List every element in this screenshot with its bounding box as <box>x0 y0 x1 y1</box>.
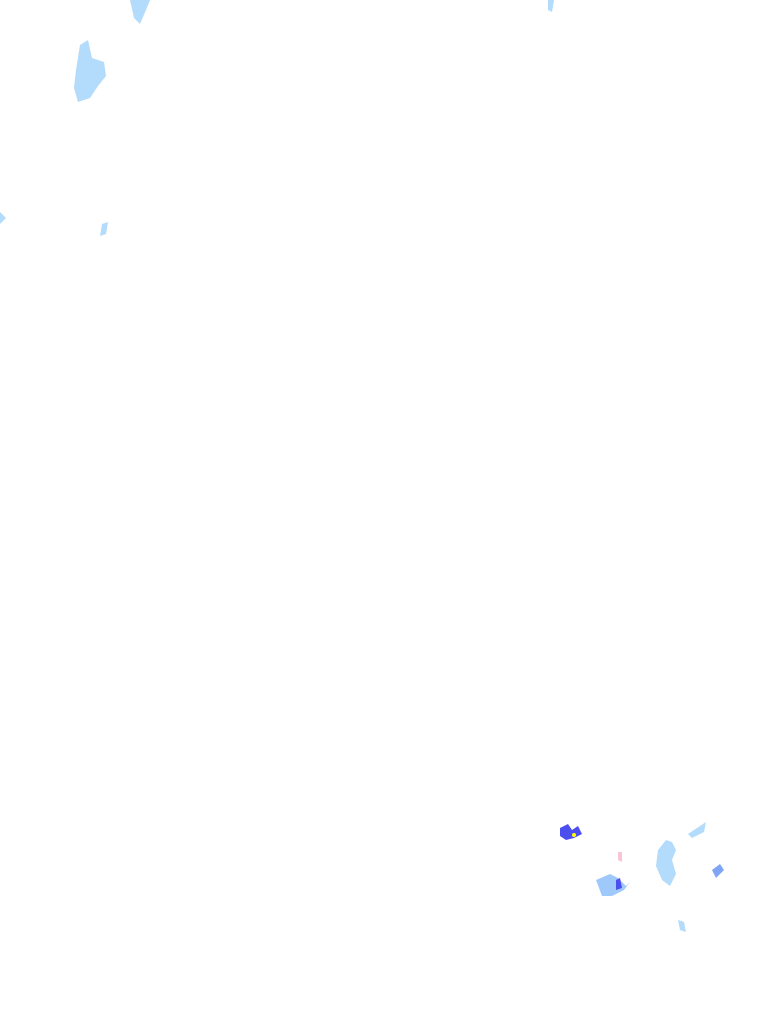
rain-cell <box>678 920 686 932</box>
rain-cell <box>616 878 622 890</box>
rain-cell <box>0 212 6 224</box>
rain-core <box>572 833 576 837</box>
rain-cell <box>100 222 108 236</box>
rain-cell <box>548 0 554 12</box>
rain-cell <box>596 874 630 896</box>
rain-cell <box>618 852 622 862</box>
rain-cell <box>560 824 582 840</box>
rain-cell <box>130 0 150 24</box>
rain-cell <box>712 864 724 878</box>
rain-cell <box>656 840 676 886</box>
rain-cell <box>688 822 706 838</box>
precipitation-layer <box>0 0 724 932</box>
rain-cell <box>74 40 106 102</box>
